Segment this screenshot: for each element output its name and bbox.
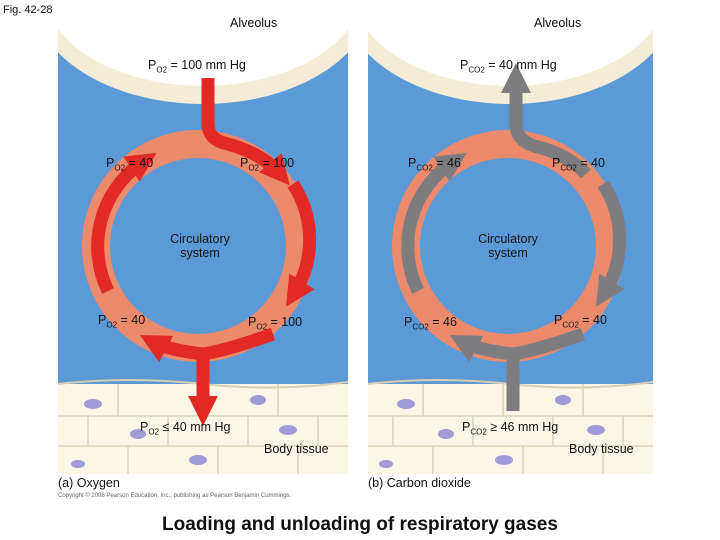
page-title: Loading and unloading of respiratory gas… [162,514,558,535]
co2-diagram [342,0,678,474]
copyright-notice: Copyright © 2008 Pearson Education, Inc.… [58,493,292,499]
body-tissue-label: Body tissue [264,442,329,456]
co2-unloading-arrow [501,63,591,179]
upper-right-po2-label: PO2 = 100 [240,156,295,173]
alveolus-air [44,0,362,86]
alveolus-po2-label: PO2 = 100 mm Hg [148,58,246,75]
co2-caption: (b) Carbon dioxide [368,476,471,490]
alveolus-air [353,0,667,86]
lower-left-po2-label: PO2 = 40 [98,313,146,330]
oxygen-flow-left-arrow [91,152,157,294]
upper-right-pco2-label: PCO2 = 40 [552,156,605,173]
co2-flow-left-arrow [401,152,467,294]
ring-interior [110,158,286,334]
co2-flow-right-arrow [596,180,627,307]
oxygen-panel: Alveolus PO2 = 100 mm Hg PO2 = 40 PO2 = … [33,0,373,474]
co2-flow-bottom-arrow [449,327,586,363]
lower-left-pco2-label: PCO2 = 46 [404,315,457,332]
oxygen-caption: (a) Oxygen [58,476,120,490]
tissue-po2-label: PO2 ≤ 40 mm Hg [140,420,231,437]
oxygen-loading-arrow [201,78,290,186]
body-tissue-label: Body tissue [569,442,634,456]
lower-right-po2-label: PO2 = 100 [248,315,303,332]
ring-interior [420,158,596,334]
upper-left-pco2-label: PCO2 = 46 [408,156,461,173]
alveolus-label: Alveolus [230,16,278,30]
lower-right-pco2-label: PCO2 = 40 [554,313,607,330]
oxygen-arrows [91,78,317,426]
upper-left-po2-label: PO2 = 40 [106,156,154,173]
oxygen-diagram [33,0,373,474]
body-tissue-cells [57,379,349,474]
alveolus-label: Alveolus [534,16,582,30]
tissue-pco2-label: PCO2 ≥ 46 mm Hg [462,420,559,437]
oxygen-flow-right-arrow [286,180,317,307]
figure-label: Fig. 42-28 [3,4,53,16]
alveolus-pco2-label: PCO2 = 40 mm Hg [460,58,557,75]
co2-panel: Alveolus PCO2 = 40 mm Hg PCO2 = 46 PCO2 … [342,0,678,474]
oxygen-flow-bottom-arrow [139,327,276,363]
co2-arrows [401,63,627,411]
